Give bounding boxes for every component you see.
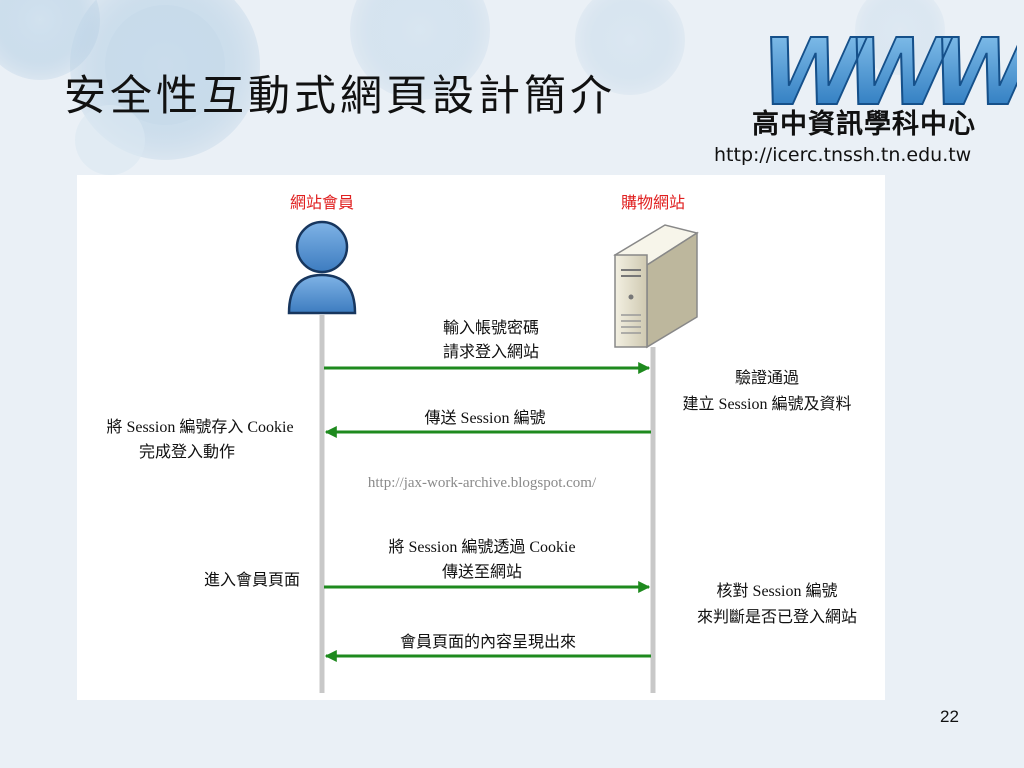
logo-url: http://icerc.tnssh.tn.edu.tw	[714, 144, 972, 166]
logo-title: 高中資訊學科中心	[752, 109, 976, 140]
user-icon	[287, 220, 357, 315]
actor-label-site: 購物網站	[621, 193, 685, 212]
client-note-1-line-1: 將 Session 編號存入 Cookie	[106, 418, 293, 436]
message-3-line-2: 傳送至網站	[442, 563, 522, 581]
server-note-2-line-2: 來判斷是否已登入網站	[697, 608, 857, 626]
message-4-label: 會員頁面的內容呈現出來	[400, 632, 576, 651]
message-2-label: 傳送 Session 編號	[425, 409, 546, 427]
logo-mark-text: WWW	[755, 19, 1017, 114]
sequence-diagram-svg: 網站會員 購物網站 輸入帳號密碼 請求登入網站 驗證通過 建立	[106, 193, 857, 693]
server-note-1-line-1: 驗證通過	[735, 369, 799, 387]
actor-label-member: 網站會員	[290, 193, 354, 212]
server-note-2-line-1: 核對 Session 編號	[717, 582, 838, 600]
slide-title: 安全性互動式網頁設計簡介	[64, 71, 617, 120]
www-logo-icon: WWW	[755, 18, 1017, 114]
server-note-1-line-2: 建立 Session 編號及資料	[683, 395, 852, 413]
server-icon	[613, 224, 699, 349]
page-number: 22	[940, 707, 959, 726]
watermark-url: http://jax-work-archive.blogspot.com/	[368, 475, 597, 491]
sequence-diagram: 網站會員 購物網站 輸入帳號密碼 請求登入網站 驗證通過 建立	[77, 175, 885, 700]
client-note-1-line-2: 完成登入動作	[139, 443, 235, 461]
client-note-2: 進入會員頁面	[204, 570, 300, 589]
message-1-line-2: 請求登入網站	[443, 342, 539, 361]
message-3-line-1: 將 Session 編號透過 Cookie	[388, 538, 575, 556]
message-1-line-1: 輸入帳號密碼	[443, 318, 539, 337]
